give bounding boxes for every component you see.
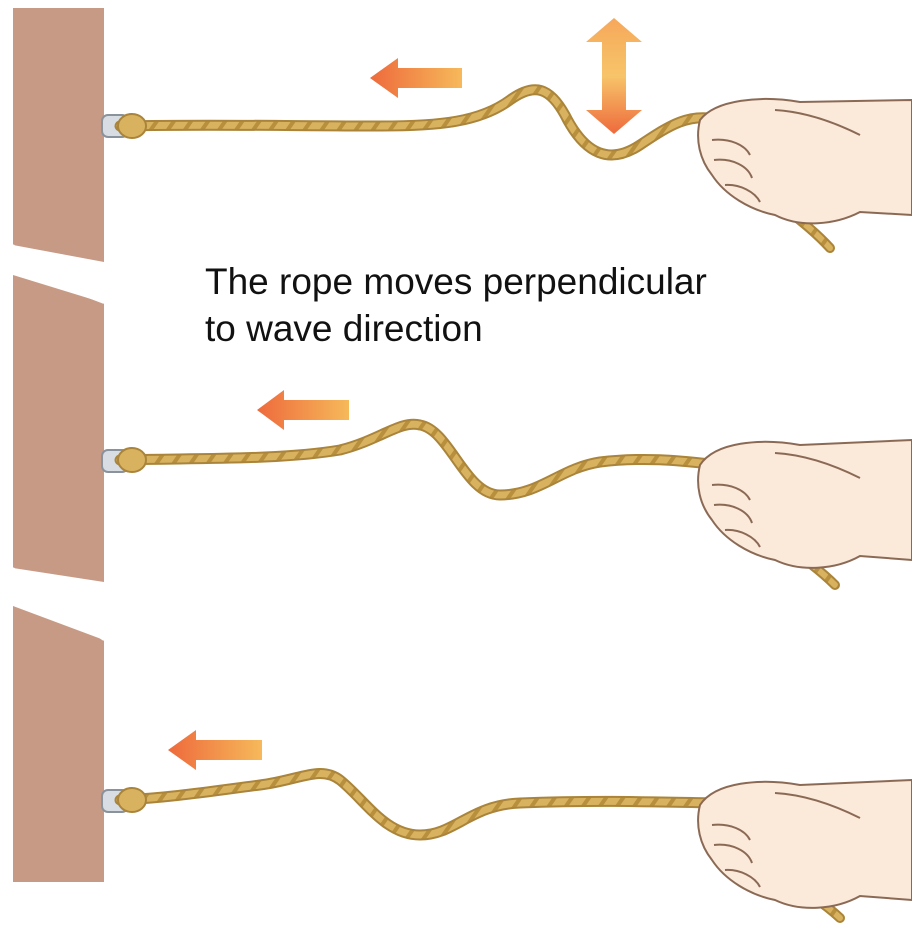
panel-middle — [102, 390, 912, 585]
wave-caption: The rope moves perpendicular to wave dir… — [205, 258, 805, 352]
hand-icon — [698, 780, 912, 908]
panel-bottom — [102, 730, 912, 918]
hand-icon — [698, 440, 912, 568]
caption-line-2: to wave direction — [205, 305, 805, 352]
up-down-arrow-icon — [586, 18, 642, 134]
hand-icon — [698, 99, 912, 223]
panel-top — [102, 18, 912, 248]
caption-line-1: The rope moves perpendicular — [205, 258, 805, 305]
left-arrow-icon — [168, 730, 262, 770]
left-arrow-icon — [257, 390, 349, 430]
wooden-post — [13, 8, 104, 882]
left-arrow-icon — [370, 58, 462, 98]
